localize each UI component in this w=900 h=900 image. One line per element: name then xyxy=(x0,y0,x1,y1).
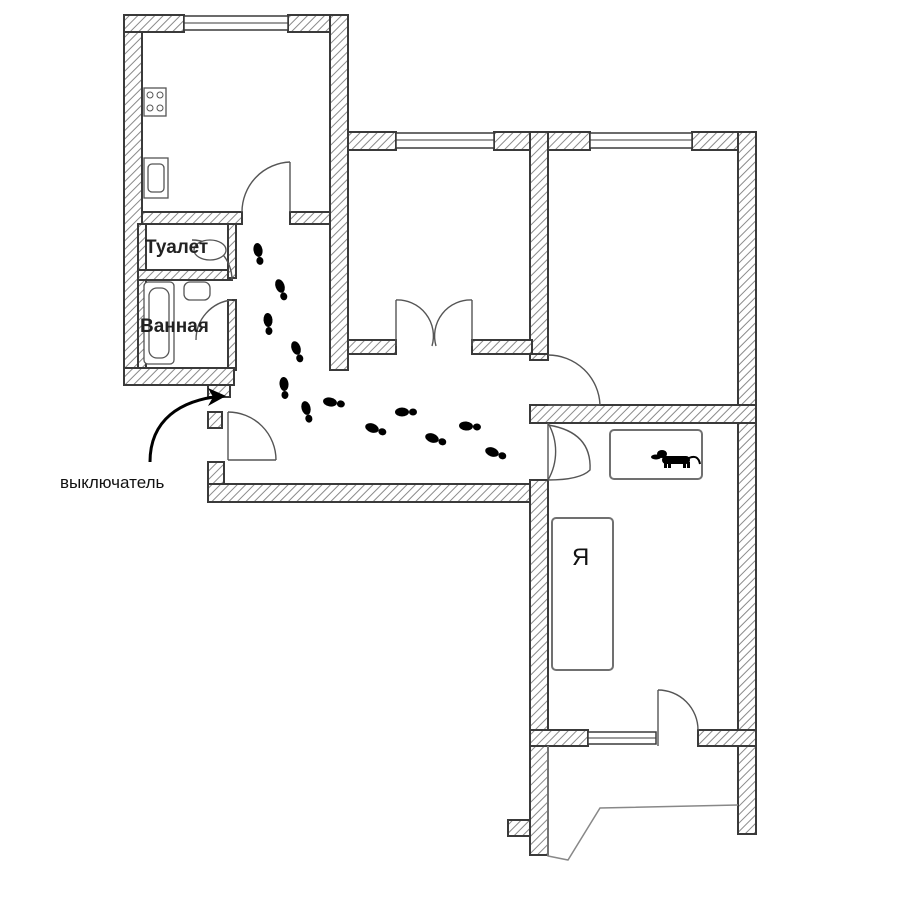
footprints-icon xyxy=(253,243,507,460)
walls xyxy=(123,14,757,856)
footprint xyxy=(253,243,264,265)
footprint xyxy=(485,447,507,460)
footprint xyxy=(291,341,304,363)
bath-fixtures xyxy=(143,239,227,365)
footprint xyxy=(279,377,289,399)
toilet-label: Туалет xyxy=(145,237,208,258)
windows xyxy=(183,15,693,745)
footprint xyxy=(365,423,387,436)
doors xyxy=(191,161,699,746)
me-label: Я xyxy=(572,544,589,571)
footprint xyxy=(275,279,288,301)
kitchen-fixtures xyxy=(143,87,169,199)
footprint xyxy=(459,421,481,431)
balcony xyxy=(529,746,739,861)
footprint xyxy=(301,401,313,423)
dachshund-icon xyxy=(651,450,701,468)
person-bed-box: Я xyxy=(551,517,614,671)
switch-label: выключатель xyxy=(60,473,165,492)
footprint xyxy=(323,397,345,408)
footprint xyxy=(395,407,417,417)
footprint xyxy=(425,433,447,446)
bathroom-label: Ванная xyxy=(140,316,209,337)
footprint xyxy=(263,313,273,335)
dog-bed-box xyxy=(609,429,703,480)
curved-arrow-icon xyxy=(148,388,226,463)
